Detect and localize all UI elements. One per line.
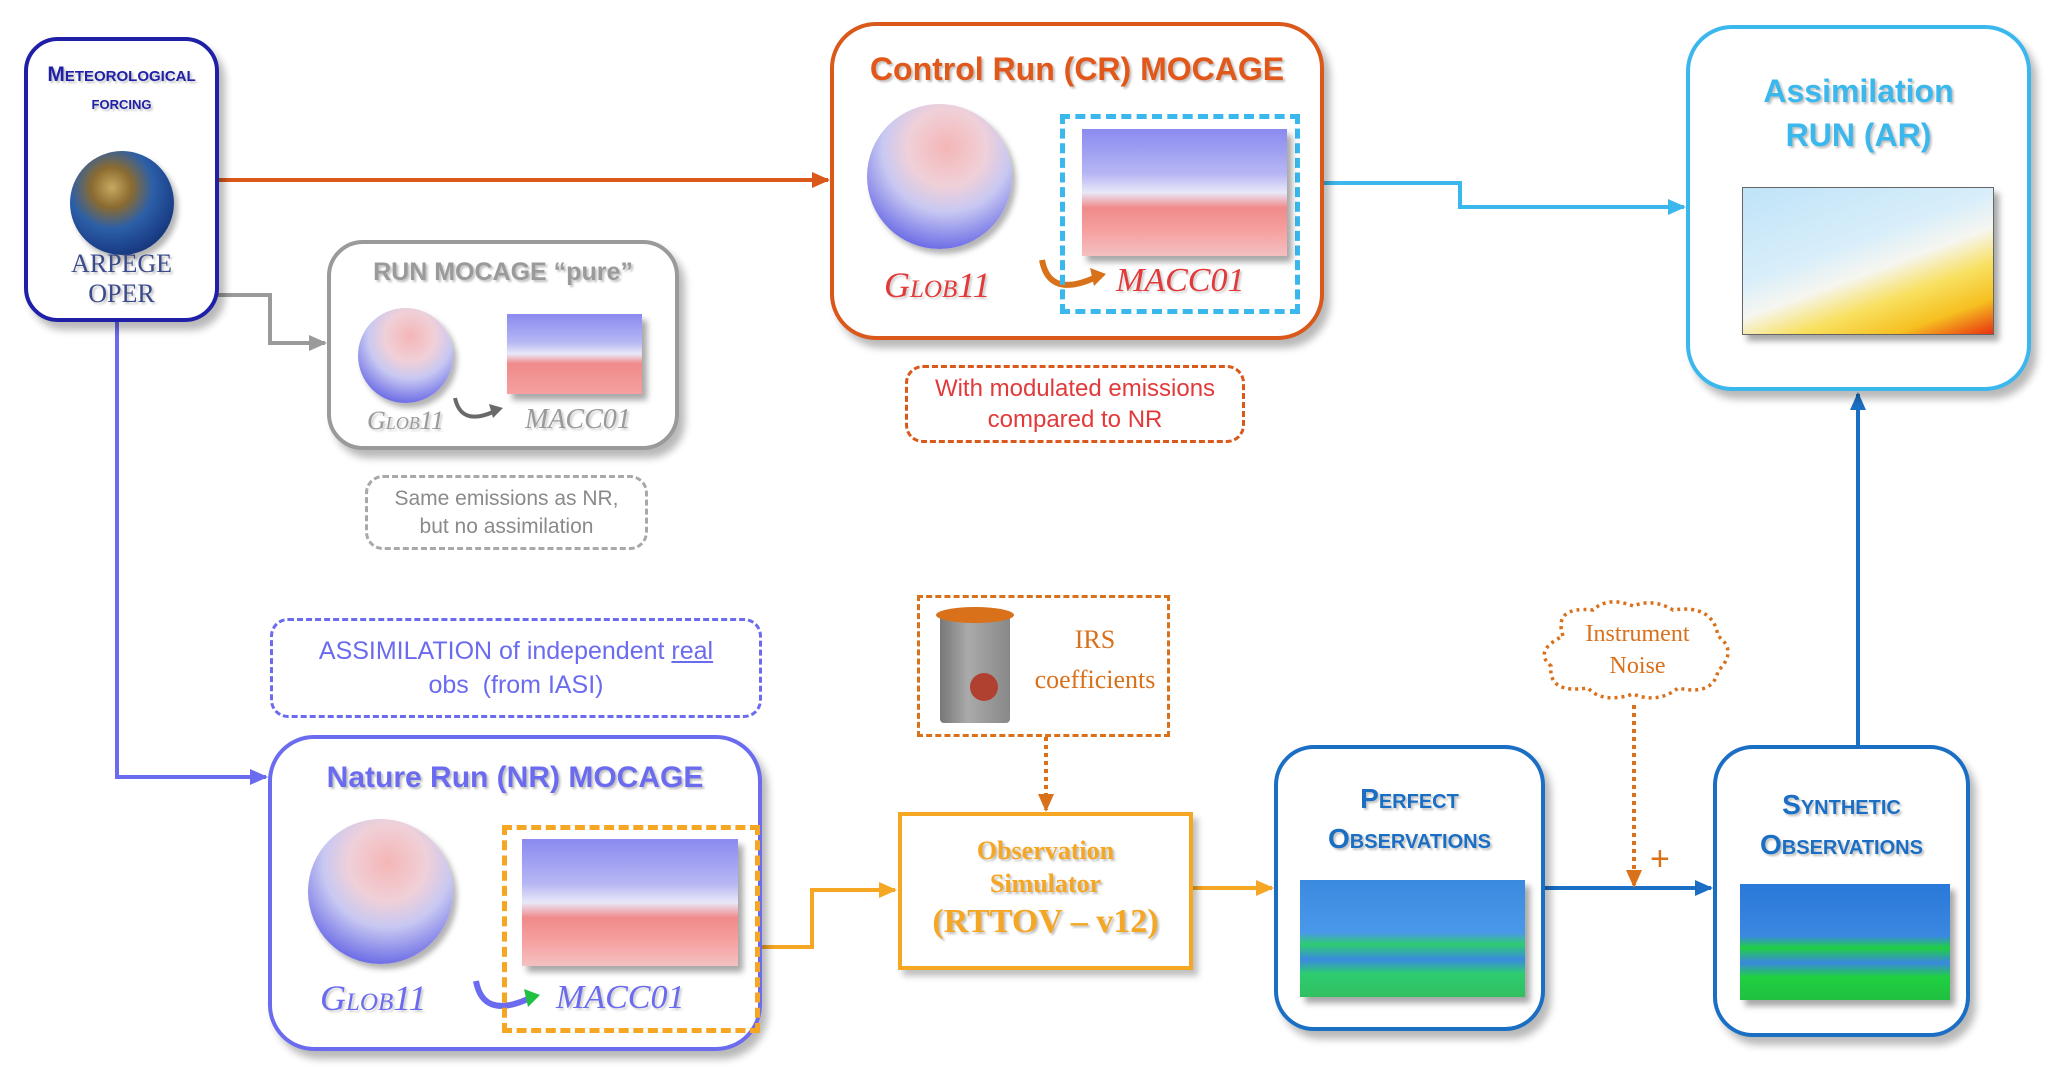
control-run-note-line2: compared to NR — [987, 406, 1163, 433]
assimilation-run-box[interactable]: Assimilation RUN (AR) — [1686, 25, 2031, 391]
control-run-box[interactable]: Control Run (CR) MOCAGE Glob11 MACC01 — [830, 22, 1324, 340]
perfect-obs-line2: Observations — [1328, 823, 1491, 854]
pure-run-note: Same emissions as NR, but no assimilatio… — [365, 475, 648, 550]
nature-run-box[interactable]: Nature Run (NR) MOCAGE Glob11 MACC01 — [268, 735, 762, 1051]
control-run-title: Control Run (CR) MOCAGE — [869, 51, 1285, 87]
arrow-met-to-pure — [218, 293, 327, 351]
met-forcing-box[interactable]: Meteorological forcing ARPEGE OPER — [24, 37, 219, 322]
arrow-met-to-nature — [115, 318, 268, 785]
control-run-note-line1: With modulated emissions — [934, 375, 1216, 402]
assimilation-run-title-line1: Assimilation — [1763, 73, 1954, 109]
noise-label: Instrument Noise — [1545, 618, 1730, 682]
perfect-observations-box[interactable]: Perfect Observations — [1274, 745, 1545, 1031]
plus-sign: + — [1650, 840, 1670, 878]
noise-line1: Instrument — [1585, 621, 1690, 647]
curved-arrow-icon — [473, 980, 540, 1009]
met-forcing-title-line2: forcing — [91, 93, 152, 113]
pure-run-global-label: Glob11 — [367, 406, 444, 435]
irs-line2: coefficients — [1034, 665, 1156, 694]
earth-globe-icon — [70, 151, 174, 255]
regional-domain-frame — [1060, 114, 1300, 314]
control-run-global-label: Glob11 — [884, 265, 991, 305]
irs-line1: IRS — [1074, 625, 1116, 654]
noise-line2: Noise — [1609, 653, 1666, 679]
synthetic-obs-line2: Observations — [1760, 829, 1923, 860]
regional-domain-frame — [502, 825, 760, 1033]
synthetic-observations-map — [1740, 884, 1950, 1000]
met-forcing-model-line1: ARPEGE — [70, 249, 173, 278]
assimilation-run-title-line2: RUN (AR) — [1785, 117, 1932, 153]
control-run-regional-label: MACC01 — [1116, 262, 1245, 299]
assimilation-increment-map — [1742, 187, 1994, 335]
global-model-globe — [867, 104, 1012, 249]
observation-simulator-box[interactable]: Observation Simulator (RTTOV – v12) — [898, 812, 1193, 970]
regional-ozone-map — [1082, 129, 1287, 256]
assimilation-note-underlined: real — [671, 637, 714, 665]
pure-run-note-line2: but no assimilation — [419, 514, 594, 538]
pure-run-map — [507, 314, 642, 394]
met-forcing-title-line1: Meteorological — [47, 63, 196, 86]
pure-run-regional-label: MACC01 — [525, 404, 631, 435]
simulator-line2: Simulator — [989, 869, 1102, 898]
control-run-note: With modulated emissions compared to NR — [905, 365, 1245, 443]
synthetic-observations-box[interactable]: Synthetic Observations — [1713, 745, 1970, 1037]
simulator-line3: (RTTOV – v12) — [932, 903, 1159, 940]
nature-run-map — [522, 839, 738, 966]
irs-box: IRS coefficients — [917, 595, 1170, 737]
pure-run-note-line1: Same emissions as NR, — [394, 486, 619, 510]
pure-run-box[interactable]: RUN MOCAGE “pure” Glob11 MACC01 — [327, 240, 679, 450]
arrow-head-control — [812, 172, 830, 188]
met-forcing-model-line2: OPER — [88, 279, 155, 308]
satellite-instrument-icon — [936, 607, 1014, 723]
assimilation-note-line2: obs (from IASI) — [428, 671, 604, 699]
curved-arrow-icon — [453, 397, 503, 419]
curved-arrow-icon — [1039, 259, 1106, 288]
simulator-line1: Observation — [976, 836, 1115, 865]
noise-cloud-icon — [1542, 600, 1730, 700]
pure-run-title: RUN MOCAGE “pure” — [373, 258, 633, 286]
perfect-obs-line1: Perfect — [1360, 783, 1459, 814]
nature-run-global-label: Glob11 — [320, 978, 427, 1018]
nature-run-regional-label: MACC01 — [556, 979, 685, 1016]
nature-run-globe — [308, 819, 453, 964]
synthetic-obs-line1: Synthetic — [1782, 789, 1901, 820]
pure-run-globe — [358, 308, 453, 403]
assimilation-note-prefix: ASSIMILATION of independent — [318, 637, 672, 665]
perfect-observations-map — [1300, 880, 1525, 997]
nature-run-title: Nature Run (NR) MOCAGE — [326, 761, 704, 794]
arrow-control-to-assimilation — [1296, 181, 1686, 215]
assimilation-note: ASSIMILATION of independent real obs (fr… — [270, 618, 762, 718]
